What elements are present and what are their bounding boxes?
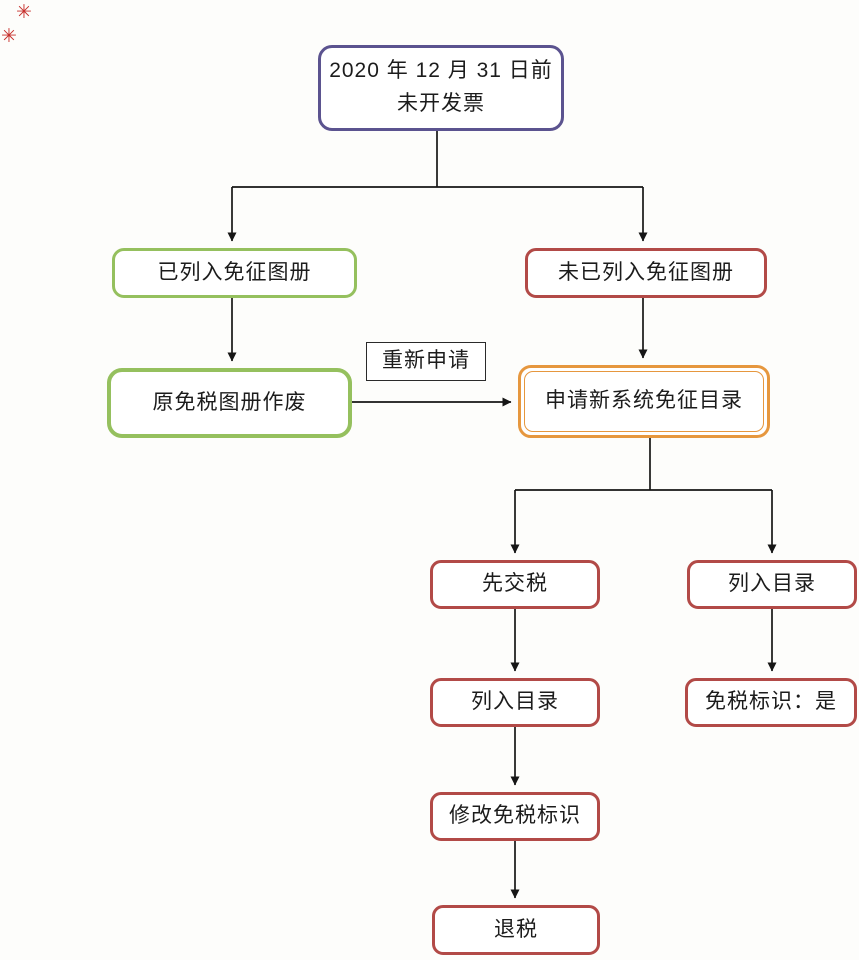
red-mark-icon: ✳ (1, 26, 17, 47)
node-label: 免税标识：是 (705, 690, 837, 714)
node-modify-tax-exempt-flag: 修改免税标识 (430, 792, 600, 841)
node-apply-new-system-catalog: 申请新系统免征目录 (518, 365, 770, 438)
node-listed-in-catalog-mid: 列入目录 (430, 678, 600, 727)
node-label: 修改免税标识 (449, 804, 581, 828)
node-old-catalog-void: 原免税图册作废 (107, 368, 352, 438)
node-tax-refund: 退税 (432, 905, 600, 955)
node-tax-exempt-flag-yes: 免税标识：是 (685, 678, 857, 727)
node-label: 已列入免征图册 (157, 260, 312, 284)
node-label: 原免税图册作废 (152, 390, 307, 414)
node-label: 申请新系统免征目录 (545, 389, 743, 413)
node-label: 列入目录 (728, 572, 816, 596)
node-start-line2: 未开发票 (397, 92, 485, 115)
node-label: 先交税 (482, 572, 548, 596)
node-start-line1: 2020 年 12 月 31 日前 (329, 59, 553, 83)
edge-label-reapply: 重新申请 (366, 342, 486, 381)
node-label: 退税 (494, 917, 538, 941)
node-label: 重新申请 (382, 349, 470, 373)
node-not-listed-in-exempt-catalog: 未已列入免征图册 (525, 248, 767, 298)
node-listed-in-exempt-catalog: 已列入免征图册 (112, 248, 357, 298)
red-mark-icon: ✳ (16, 2, 32, 23)
node-label: 未已列入免征图册 (558, 260, 734, 284)
node-label: 列入目录 (471, 690, 559, 714)
node-listed-in-catalog-right: 列入目录 (687, 560, 857, 609)
node-pay-tax-first: 先交税 (430, 560, 600, 609)
node-start-no-invoice: 2020 年 12 月 31 日前 未开发票 (318, 45, 564, 131)
